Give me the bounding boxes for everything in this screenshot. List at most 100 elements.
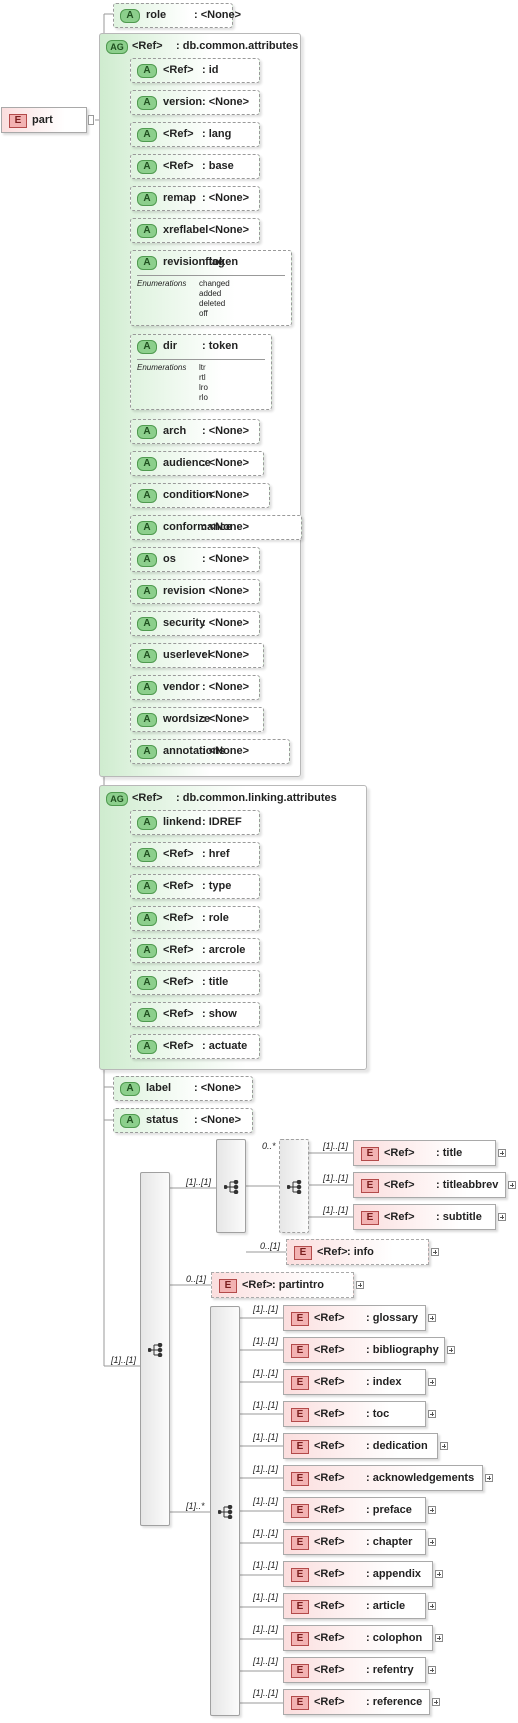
attribute[interactable]: A<Ref>: base xyxy=(130,154,260,179)
element-content-item[interactable]: E<Ref>: refentry xyxy=(283,1657,426,1683)
cardinality-content-item: [1]..[1] xyxy=(253,1304,279,1314)
expand-icon[interactable] xyxy=(440,1442,448,1450)
sequence-content[interactable] xyxy=(210,1306,240,1716)
attribute-type: : <None> xyxy=(202,224,250,236)
expand-icon[interactable] xyxy=(428,1538,436,1546)
root-element-part[interactable]: E part xyxy=(1,107,87,133)
attribute[interactable]: A<Ref>: title xyxy=(130,970,260,995)
attribute-name: <Ref> xyxy=(163,912,194,924)
expand-icon[interactable] xyxy=(428,1378,436,1386)
attribute[interactable]: A<Ref>: arcrole xyxy=(130,938,260,963)
expand-icon[interactable] xyxy=(428,1314,436,1322)
element-content-item[interactable]: E<Ref>: toc xyxy=(283,1401,426,1427)
attribute-name: audience xyxy=(163,457,211,469)
expand-icon[interactable] xyxy=(356,1281,364,1289)
element-content-item[interactable]: E<Ref>: acknowledgements xyxy=(283,1465,483,1491)
attribute-name: <Ref> xyxy=(163,880,194,892)
expand-icon[interactable] xyxy=(428,1666,436,1674)
attribute-type: : token xyxy=(202,256,239,268)
expand-icon[interactable] xyxy=(432,1698,440,1706)
element-content-item[interactable]: E<Ref>: colophon xyxy=(283,1625,433,1651)
attribute-type: : <None> xyxy=(202,745,250,757)
element-titleabbrev[interactable]: E<Ref>: titleabbrev xyxy=(353,1172,506,1198)
element-content-item[interactable]: E<Ref>: dedication xyxy=(283,1433,438,1459)
element-subtitle[interactable]: E<Ref>: subtitle xyxy=(353,1204,496,1230)
element-ref: <Ref> xyxy=(314,1344,345,1356)
expand-icon[interactable] xyxy=(447,1346,455,1354)
expand-icon[interactable] xyxy=(485,1474,493,1482)
element-info[interactable]: E<Ref>: info xyxy=(286,1239,429,1265)
element-content-item[interactable]: E<Ref>: reference xyxy=(283,1689,430,1715)
sequence-main[interactable] xyxy=(140,1172,170,1526)
expand-icon[interactable] xyxy=(435,1570,443,1578)
attribute-type: : role xyxy=(202,912,229,924)
attribute-name: label xyxy=(146,1082,172,1094)
attribute[interactable]: A<Ref>: actuate xyxy=(130,1034,260,1059)
expand-icon[interactable] xyxy=(431,1248,439,1256)
element-content-item[interactable]: E<Ref>: index xyxy=(283,1369,426,1395)
attribute[interactable]: A<Ref>: show xyxy=(130,1002,260,1027)
element-content-item[interactable]: E<Ref>: bibliography xyxy=(283,1337,445,1363)
expand-icon[interactable] xyxy=(508,1181,516,1189)
expand-icon[interactable] xyxy=(498,1149,506,1157)
expand-icon[interactable] xyxy=(435,1634,443,1642)
element-content-item[interactable]: E<Ref>: article xyxy=(283,1593,426,1619)
choice-group-titles[interactable] xyxy=(279,1139,309,1233)
element-type: : info xyxy=(347,1246,374,1258)
element-content-item[interactable]: E<Ref>: chapter xyxy=(283,1529,426,1555)
cardinality-content-item: [1]..[1] xyxy=(253,1560,279,1570)
expand-icon[interactable] xyxy=(498,1213,506,1221)
element-badge: E xyxy=(291,1472,309,1486)
cardinality-content-item: [1]..[1] xyxy=(253,1368,279,1378)
expand-icon[interactable] xyxy=(428,1602,436,1610)
attribute-badge: A xyxy=(137,976,157,990)
cardinality-content-item: [1]..[1] xyxy=(253,1624,279,1634)
expand-icon[interactable] xyxy=(428,1410,436,1418)
attribute[interactable]: A<Ref>: role xyxy=(130,906,260,931)
element-content-item[interactable]: E<Ref>: glossary xyxy=(283,1305,426,1331)
sequence-inner[interactable] xyxy=(216,1139,246,1233)
attribute-type: : href xyxy=(202,848,230,860)
element-content-item[interactable]: E<Ref>: preface xyxy=(283,1497,426,1523)
attribute-type: : <None> xyxy=(202,649,250,661)
attribute-name: os xyxy=(163,553,176,565)
sequence-icon xyxy=(217,1504,234,1520)
attribute-name: wordsize xyxy=(163,713,211,725)
attribute-name: status xyxy=(146,1114,179,1126)
element-partintro[interactable]: E<Ref>: partintro xyxy=(211,1272,354,1298)
attribute-name: <Ref> xyxy=(163,976,194,988)
expand-icon[interactable] xyxy=(428,1506,436,1514)
attribute-type: : id xyxy=(202,64,219,76)
element-type: : partintro xyxy=(272,1279,324,1291)
attribute[interactable]: A<Ref>: lang xyxy=(130,122,260,147)
attribute[interactable]: A<Ref>: type xyxy=(130,874,260,899)
element-title[interactable]: E<Ref>: title xyxy=(353,1140,496,1166)
element-ref: <Ref> xyxy=(314,1664,345,1676)
attribute[interactable]: A<Ref>: id xyxy=(130,58,260,83)
cardinality-content-item: [1]..[1] xyxy=(253,1496,279,1506)
attribute-badge: A xyxy=(137,457,157,471)
element-content-item[interactable]: E<Ref>: appendix xyxy=(283,1561,433,1587)
attribute[interactable]: A<Ref>: href xyxy=(130,842,260,867)
attribute-group-name: : db.common.linking.attributes xyxy=(176,792,337,804)
